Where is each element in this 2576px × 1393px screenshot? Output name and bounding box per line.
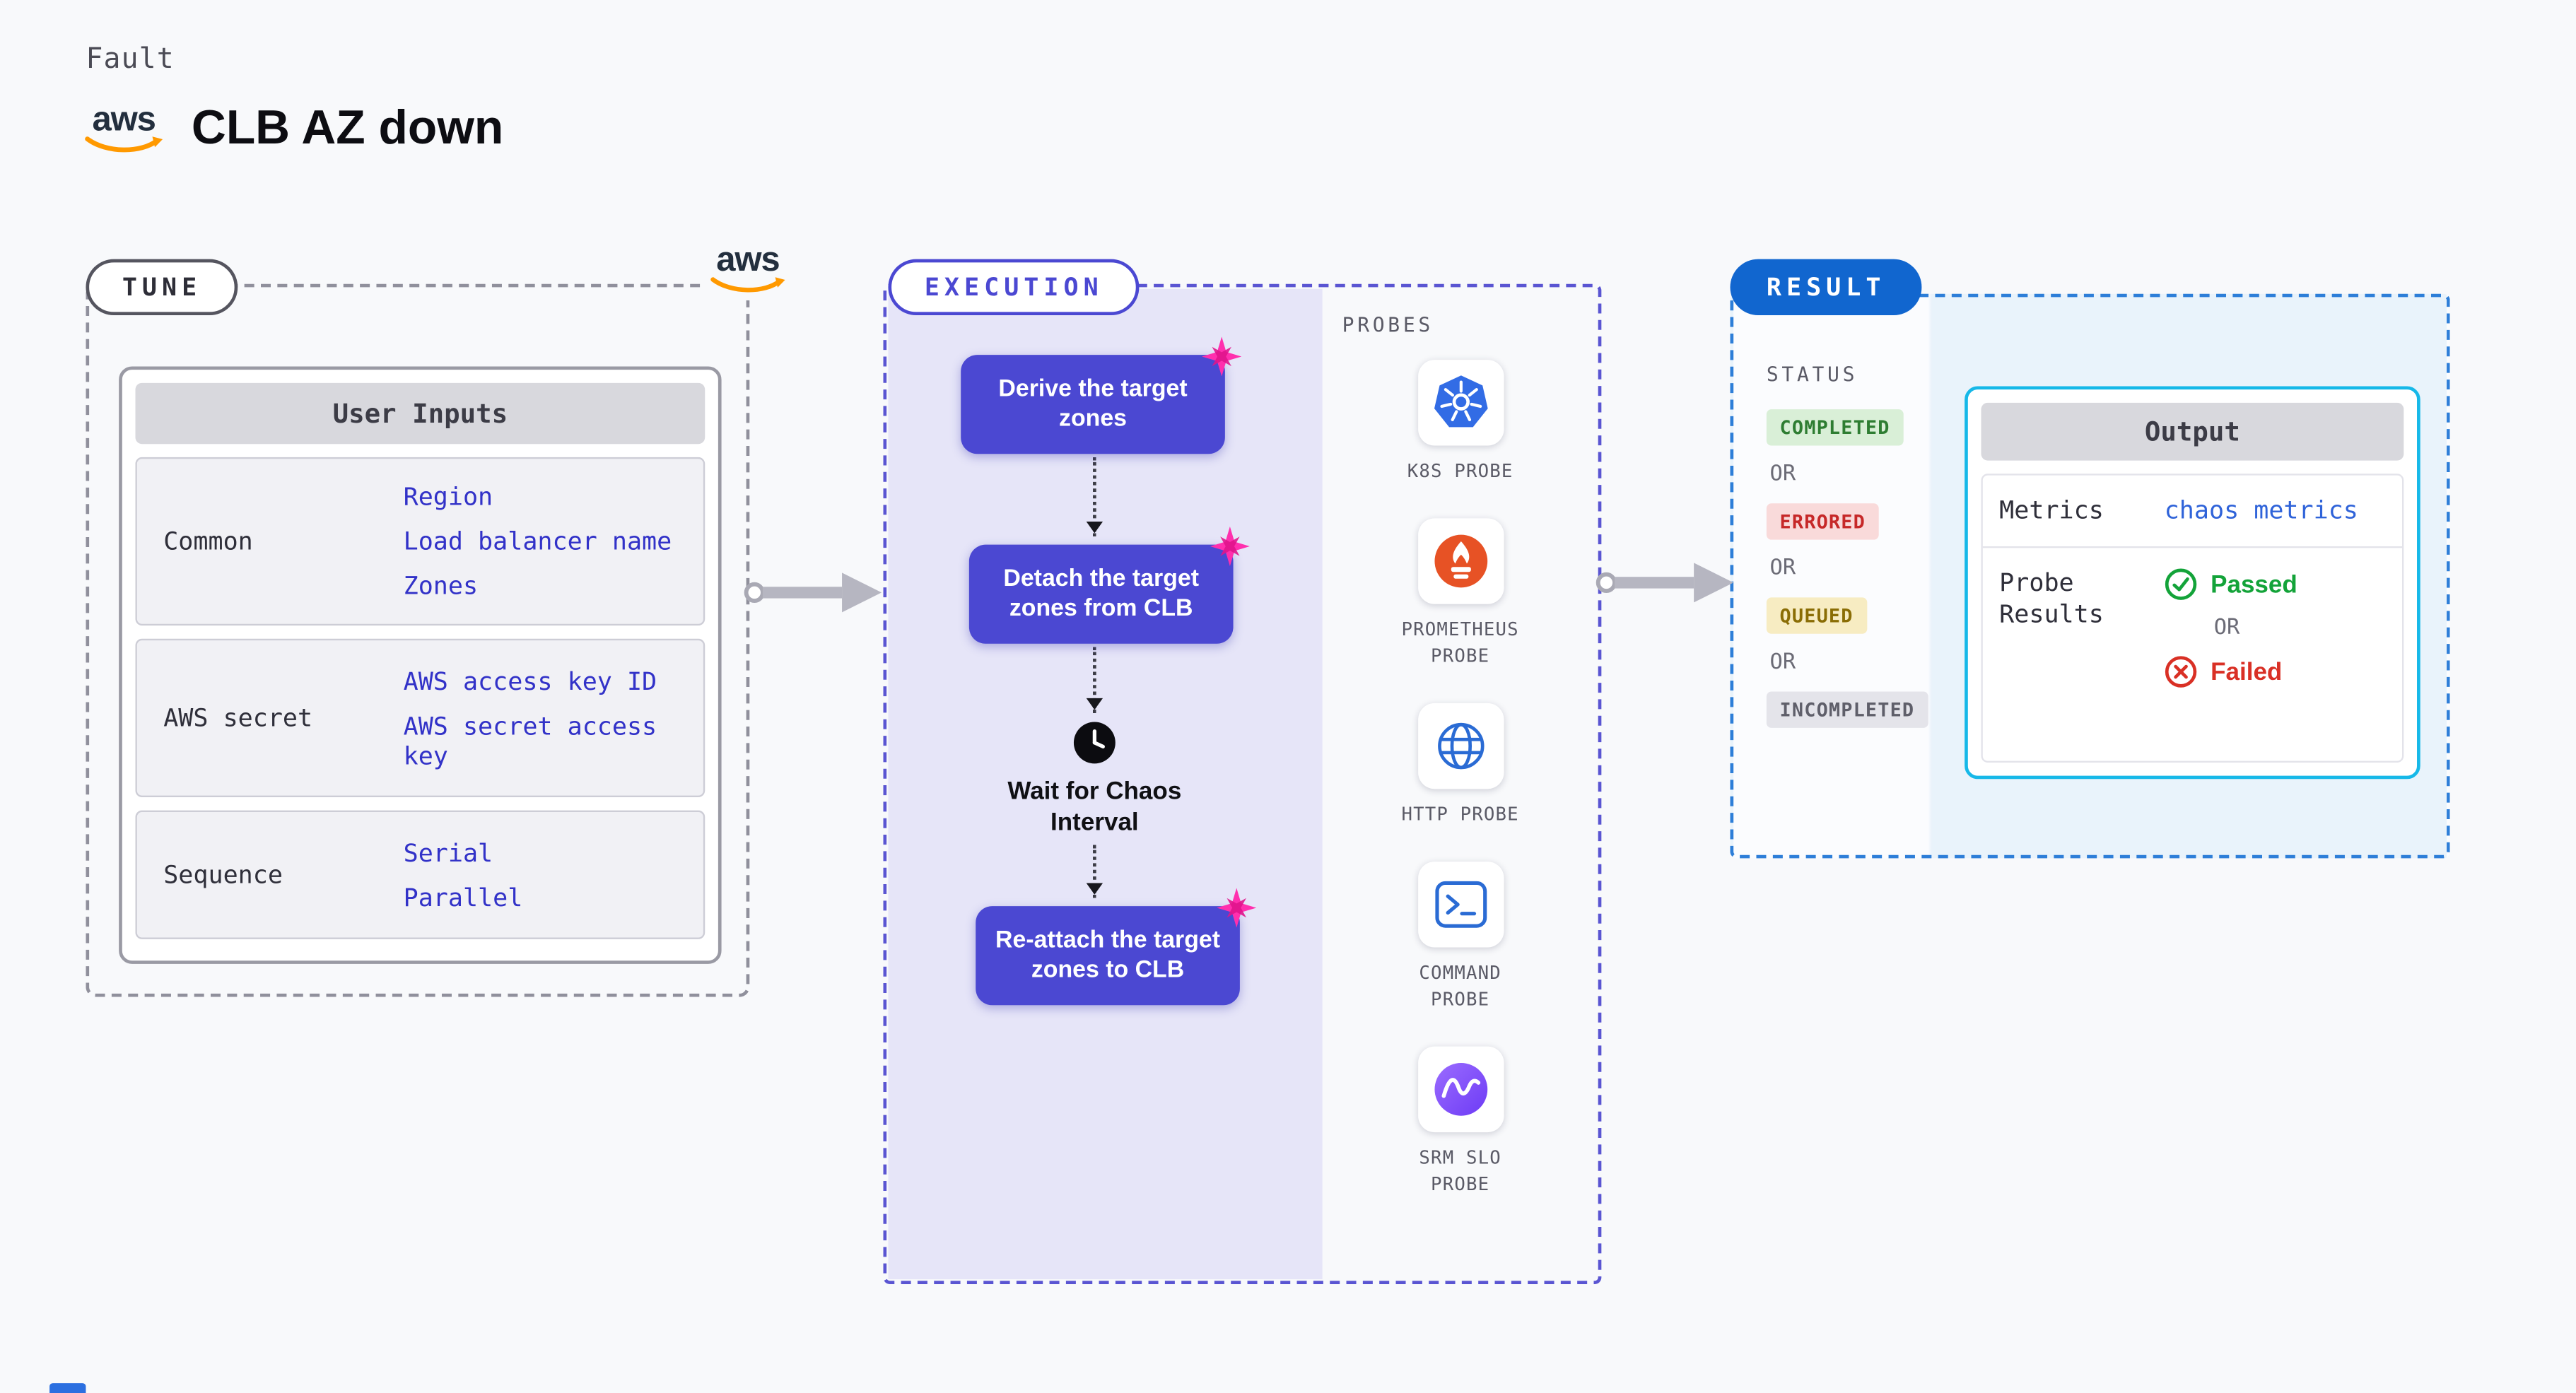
output-card: Output Metrics chaos metrics Probe Resul… xyxy=(1965,386,2420,780)
user-inputs-header: User Inputs xyxy=(135,382,706,445)
or-separator: OR xyxy=(1769,650,1796,676)
row-values: AWS access key ID AWS secret access key xyxy=(404,666,703,770)
tune-section xyxy=(86,283,750,997)
command-probe-icon xyxy=(1434,881,1487,928)
probes-list: K8S PROBE PROMETHEUS PROBE xyxy=(1323,360,1598,1198)
or-separator: OR xyxy=(1769,462,1796,487)
passed-label: Passed xyxy=(2211,570,2297,599)
probe-results-row: Probe Results Passed OR xyxy=(1982,546,2403,708)
or-separator: OR xyxy=(2213,616,2240,641)
status-column: STATUS COMPLETED OR ERRORED OR QUEUED OR… xyxy=(1766,363,1928,728)
result-section: STATUS COMPLETED OR ERRORED OR QUEUED OR… xyxy=(1730,293,2450,859)
input-link[interactable]: Parallel xyxy=(403,882,523,912)
step-reattach-target-zones: Re-attach the target zones to CLB xyxy=(976,888,1257,1006)
input-link[interactable]: AWS access key ID xyxy=(403,666,657,696)
probe-results-label: Probe Results xyxy=(1999,568,2104,629)
prometheus-probe-icon xyxy=(1434,534,1487,588)
probe-results-values: Passed OR Failed xyxy=(2165,568,2297,688)
fault-kicker: Fault xyxy=(86,42,175,76)
probes-column: PROBES xyxy=(1323,287,1598,1281)
flow-connector xyxy=(1086,845,1103,898)
row-values: Region Load balancer name Zones xyxy=(404,482,703,601)
tune-aws-badge: aws xyxy=(700,240,796,301)
row-label: AWS secret xyxy=(163,703,313,733)
list-item: HTTP PROBE xyxy=(1393,703,1528,828)
aws-logo: aws xyxy=(83,100,165,156)
aws-logo: aws xyxy=(707,240,790,298)
probe-card xyxy=(1417,703,1504,789)
step-label: Detach the target zones from CLB xyxy=(1003,566,1200,623)
input-link[interactable]: Zones xyxy=(403,571,479,601)
list-item: SRM SLO PROBE xyxy=(1393,1046,1528,1199)
execution-section: Derive the target zones Detach the targe… xyxy=(883,283,1602,1284)
cropped-blue-element xyxy=(49,1383,86,1393)
table-row: Common Region Load balancer name Zones xyxy=(135,457,706,626)
failed-line: Failed xyxy=(2165,655,2297,688)
list-item: K8S PROBE xyxy=(1393,360,1528,485)
chaos-spark-icon xyxy=(1210,526,1250,567)
aws-smile-icon xyxy=(710,277,785,293)
status-badge: COMPLETED xyxy=(1766,409,1904,446)
aws-logo-text: aws xyxy=(92,100,156,139)
page-title: CLB AZ down xyxy=(191,102,504,155)
tune-to-execution-arrow xyxy=(744,572,882,613)
step-derive-target-zones: Derive the target zones xyxy=(961,336,1242,454)
output-body: Metrics chaos metrics Probe Results Pass… xyxy=(1981,474,2404,763)
step-wait-chaos-interval: Wait for Chaos Interval xyxy=(1007,777,1182,837)
probe-label: COMMAND PROBE xyxy=(1419,962,1501,1011)
failed-x-icon xyxy=(2165,656,2197,688)
chaos-spark-icon xyxy=(1202,336,1242,377)
execution-pill: EXECUTION xyxy=(888,259,1140,316)
http-probe-icon xyxy=(1436,722,1484,770)
srm-slo-probe-icon xyxy=(1434,1062,1487,1116)
probe-card xyxy=(1417,862,1504,948)
status-badge: ERRORED xyxy=(1766,503,1879,540)
metrics-row: Metrics chaos metrics xyxy=(1983,476,2402,546)
list-item: COMMAND PROBE xyxy=(1393,862,1528,1013)
chaos-spark-icon xyxy=(1217,888,1257,928)
input-link[interactable]: Load balancer name xyxy=(403,526,672,557)
probe-card xyxy=(1417,360,1504,446)
output-header: Output xyxy=(1981,402,2404,461)
passed-check-icon xyxy=(2165,568,2197,600)
status-badge: INCOMPLETED xyxy=(1766,691,1928,728)
clock-icon xyxy=(1073,722,1116,764)
chaos-metrics-link[interactable]: chaos metrics xyxy=(2164,495,2358,525)
row-values: Serial Parallel xyxy=(404,837,703,912)
step-detach-target-zones: Detach the target zones from CLB xyxy=(968,526,1250,644)
metrics-label: Metrics xyxy=(1999,495,2104,525)
user-inputs-table: User Inputs Common Region Load balancer … xyxy=(119,366,722,964)
step-label: Re-attach the target zones to CLB xyxy=(995,927,1221,984)
or-separator: OR xyxy=(1769,556,1796,582)
row-label: Common xyxy=(163,526,253,557)
input-link[interactable]: Serial xyxy=(403,837,493,868)
table-row: AWS secret AWS access key ID AWS secret … xyxy=(135,638,706,797)
probes-title: PROBES xyxy=(1342,313,1434,337)
probe-label: PROMETHEUS PROBE xyxy=(1401,618,1519,667)
step-label: Derive the target zones xyxy=(998,376,1188,433)
result-pill: RESULT xyxy=(1730,259,1922,316)
passed-line: Passed xyxy=(2165,568,2297,601)
aws-smile-icon xyxy=(85,136,163,152)
k8s-probe-icon xyxy=(1433,375,1487,428)
failed-label: Failed xyxy=(2211,657,2283,686)
probe-label: K8S PROBE xyxy=(1407,460,1514,482)
flow-connector xyxy=(1086,647,1103,713)
flow-connector xyxy=(1086,457,1103,537)
input-link[interactable]: AWS secret access key xyxy=(403,710,657,770)
aws-logo-text: aws xyxy=(716,240,780,279)
probe-card xyxy=(1417,1046,1504,1133)
execution-to-result-arrow xyxy=(1596,563,1734,603)
input-link[interactable]: Region xyxy=(403,481,493,512)
status-badge: QUEUED xyxy=(1766,597,1867,634)
table-row: Sequence Serial Parallel xyxy=(135,810,706,939)
probe-card xyxy=(1417,518,1504,604)
list-item: PROMETHEUS PROBE xyxy=(1393,518,1528,670)
row-label: Sequence xyxy=(163,859,283,890)
status-title: STATUS xyxy=(1766,363,1858,387)
probe-label: SRM SLO PROBE xyxy=(1419,1147,1501,1195)
tune-pill: TUNE xyxy=(86,259,238,316)
probe-label: HTTP PROBE xyxy=(1401,804,1519,825)
title-row: aws CLB AZ down xyxy=(83,100,504,157)
